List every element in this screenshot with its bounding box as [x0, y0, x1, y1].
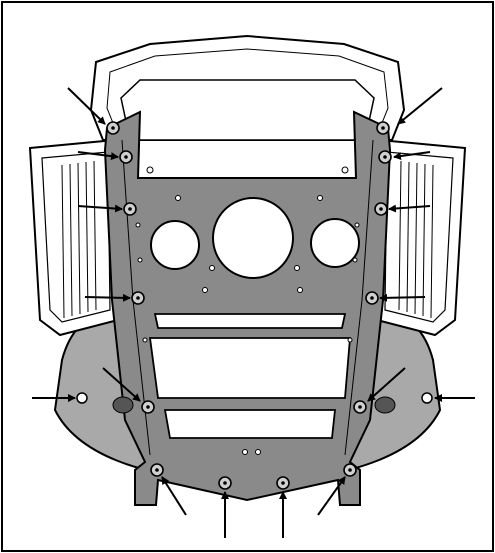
right-air-vent	[375, 138, 467, 337]
slot-upper	[153, 313, 347, 329]
right-connector	[374, 396, 396, 414]
arrow-right-3	[379, 293, 426, 302]
arrow-top-left	[67, 87, 106, 125]
arrow-left-3	[84, 293, 131, 302]
left-side-clip	[76, 392, 88, 404]
left-connector	[112, 396, 134, 414]
gauge-hole-center	[212, 197, 294, 279]
right-side-clip	[421, 392, 433, 404]
arrow-bottom-4	[317, 476, 346, 516]
inner-callouts	[102, 367, 406, 402]
arrow-bottom-1	[161, 476, 187, 516]
arrow-left-2	[77, 204, 123, 213]
gauge-hole-left	[150, 220, 200, 270]
small-holes	[135, 166, 360, 455]
top-frame-inner	[106, 48, 389, 129]
center-bracket-plate	[103, 110, 392, 506]
slot-middle	[148, 337, 351, 399]
top-window	[120, 79, 375, 141]
arrow-left-1	[77, 151, 119, 161]
callout-arrows	[32, 87, 475, 538]
gauge-hole-right	[310, 218, 360, 268]
fastener-centers	[111, 126, 387, 485]
slot-lower	[163, 409, 337, 439]
arrow-top-right	[397, 87, 443, 125]
arrow-right-1	[393, 151, 431, 160]
plate-inner-edge-right	[344, 139, 374, 456]
left-air-vent	[28, 138, 120, 337]
arrow-right-2	[388, 204, 431, 213]
